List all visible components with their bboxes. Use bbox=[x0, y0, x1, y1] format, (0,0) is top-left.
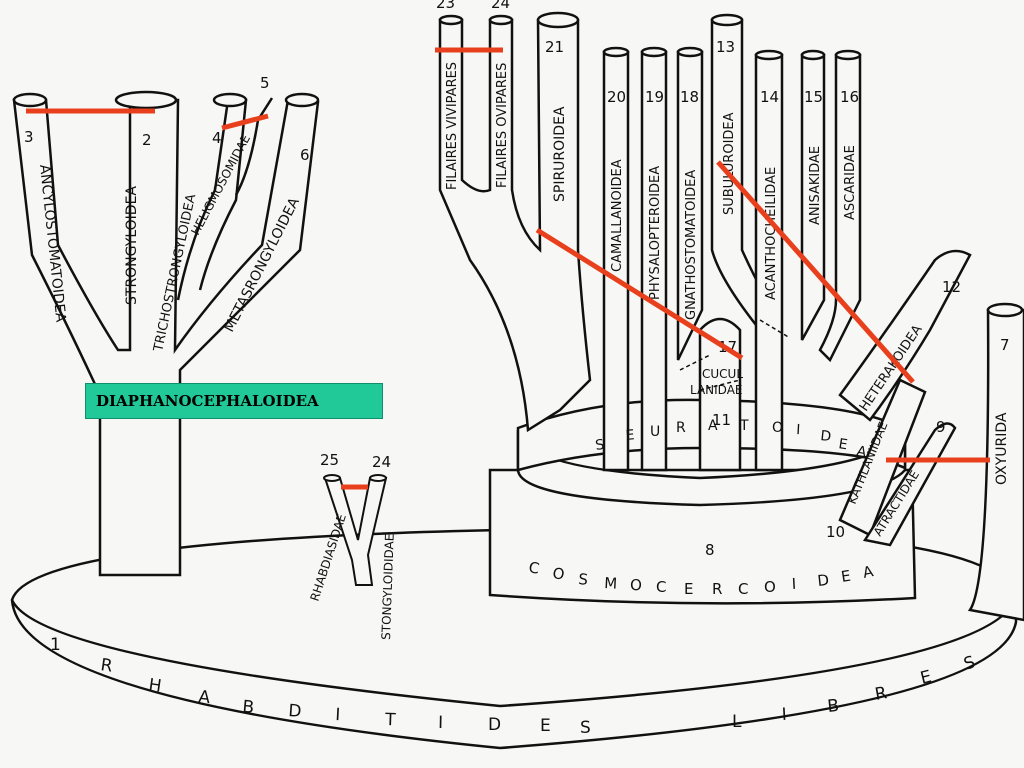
base-letter-7: I bbox=[438, 713, 443, 733]
cosmo-letter-12: E bbox=[840, 567, 852, 586]
base-letter-10: S bbox=[580, 718, 591, 738]
base-letter-13: B bbox=[826, 696, 840, 717]
seur-letter-7: I bbox=[796, 422, 801, 438]
num-24b: 24 bbox=[372, 453, 391, 471]
seur-letter-2: U bbox=[650, 424, 660, 440]
cosmo-letter-1: O bbox=[551, 564, 565, 583]
num-5: 5 bbox=[260, 74, 270, 92]
cosmo-letter-13: A bbox=[861, 562, 876, 582]
num-21: 21 bbox=[545, 38, 564, 56]
red-markers bbox=[26, 47, 990, 490]
num-14: 14 bbox=[760, 88, 779, 106]
base-letter-14: R bbox=[873, 683, 888, 705]
num-20: 20 bbox=[607, 88, 626, 106]
cosmo-letter-4: O bbox=[630, 576, 642, 594]
seur-letter-6: O bbox=[772, 420, 783, 436]
seur-letter-8: D bbox=[820, 428, 832, 445]
label-gnathostomatoidea: GNATHOSTOMATOIDEA bbox=[684, 170, 699, 320]
label-physalopteroidea: PHYSALOPTEROIDEA bbox=[648, 166, 663, 300]
left-tree bbox=[12, 90, 320, 577]
seur-letter-5: T bbox=[739, 418, 749, 434]
label-subuluroidea: SUBULUROIDEA bbox=[722, 112, 737, 215]
label-ascaridae: ASCARIDAE bbox=[843, 145, 858, 220]
label-cucullanidae-2: LANIDAE bbox=[690, 383, 743, 397]
cosmo-letter-2: S bbox=[578, 570, 589, 589]
base-letter-15: E bbox=[918, 667, 933, 689]
seur-letter-0: S bbox=[594, 437, 605, 454]
label-filaires-ovipares: FILAIRES OVIPARES bbox=[495, 63, 510, 188]
cosmo-letter-0: C bbox=[527, 558, 540, 578]
num-23: 23 bbox=[436, 0, 455, 12]
base-letter-9: E bbox=[540, 716, 551, 736]
num-16: 16 bbox=[840, 88, 859, 106]
marker-4 bbox=[535, 227, 744, 361]
base-letter-11: L bbox=[732, 712, 742, 732]
num-10: 10 bbox=[826, 523, 845, 541]
base-letter-5: I bbox=[335, 705, 341, 725]
num-18: 18 bbox=[680, 88, 699, 106]
base-letter-12: I bbox=[781, 705, 787, 725]
num-25: 25 bbox=[320, 451, 339, 469]
num-7: 7 bbox=[1000, 336, 1010, 354]
label-oxyurida: OXYURIDA bbox=[994, 412, 1010, 485]
cosmo-letter-7: R bbox=[712, 580, 722, 598]
base-letter-8: D bbox=[488, 715, 501, 735]
base-letter-4: D bbox=[288, 701, 302, 722]
base-letter-0: R bbox=[99, 655, 114, 676]
base-number: 1 bbox=[50, 635, 61, 655]
base-letter-1: H bbox=[147, 675, 162, 697]
num-15: 15 bbox=[804, 88, 823, 106]
cosmo-letter-3: M bbox=[604, 574, 618, 593]
cosmo-letter-11: D bbox=[817, 571, 830, 590]
label-spiruroidea: SPIRUROIDEA bbox=[552, 106, 568, 202]
center-small-tree bbox=[323, 474, 388, 586]
cosmocercoidea-drum bbox=[488, 427, 917, 605]
num-3: 3 bbox=[24, 128, 34, 146]
num-13: 13 bbox=[716, 38, 735, 56]
seur-letter-1: E bbox=[625, 427, 635, 444]
dashed-links bbox=[679, 319, 791, 391]
label-camallanoidea: CAMALLANOIDEA bbox=[610, 159, 625, 272]
num-9: 9 bbox=[936, 418, 946, 436]
base-letter-6: T bbox=[384, 710, 397, 730]
label-cucullanidae-1: CUCUL bbox=[702, 367, 743, 381]
num-12: 12 bbox=[942, 278, 961, 296]
cosmo-letter-10: I bbox=[791, 575, 796, 593]
marker-2 bbox=[221, 113, 269, 131]
seur-letter-3: R bbox=[676, 420, 686, 436]
num-2: 2 bbox=[142, 131, 152, 149]
base-letter-2: A bbox=[197, 687, 211, 708]
cosmo-letter-9: O bbox=[764, 578, 776, 596]
label-anisakidae: ANISAKIDAE bbox=[808, 146, 823, 225]
label-metasrongyloidea: METASRONGYLOIDEA bbox=[221, 195, 303, 335]
seur-letter-9: E bbox=[837, 436, 848, 453]
diaphanocephaloidea-label: DIAPHANOCEPHALOIDEA bbox=[85, 383, 383, 419]
marker-5 bbox=[716, 160, 915, 384]
cosmo-letter-6: E bbox=[684, 580, 693, 598]
cosmo-letter-8: C bbox=[738, 580, 748, 598]
label-acanthocheilidae: ACANTHOCHEILIDAE bbox=[764, 167, 779, 300]
label-stongyloididae: STONGYLOIDIDAE bbox=[379, 533, 397, 640]
num-24: 24 bbox=[491, 0, 510, 12]
num-6: 6 bbox=[300, 146, 310, 164]
seur-letter-4: A bbox=[708, 418, 718, 434]
right-tree-stems bbox=[438, 11, 1024, 622]
num-8: 8 bbox=[705, 541, 715, 559]
label-strongyloidea: STRONGYLOIDEA bbox=[124, 186, 140, 305]
cosmo-letter-5: C bbox=[656, 578, 666, 596]
seur-letter-10: A bbox=[855, 443, 868, 461]
label-filaires-vivipares: FILAIRES VIVIPARES bbox=[445, 62, 460, 190]
num-19: 19 bbox=[645, 88, 664, 106]
base-letter-3: B bbox=[242, 697, 255, 718]
num-11: 11 bbox=[712, 411, 731, 429]
num-4: 4 bbox=[212, 129, 222, 147]
